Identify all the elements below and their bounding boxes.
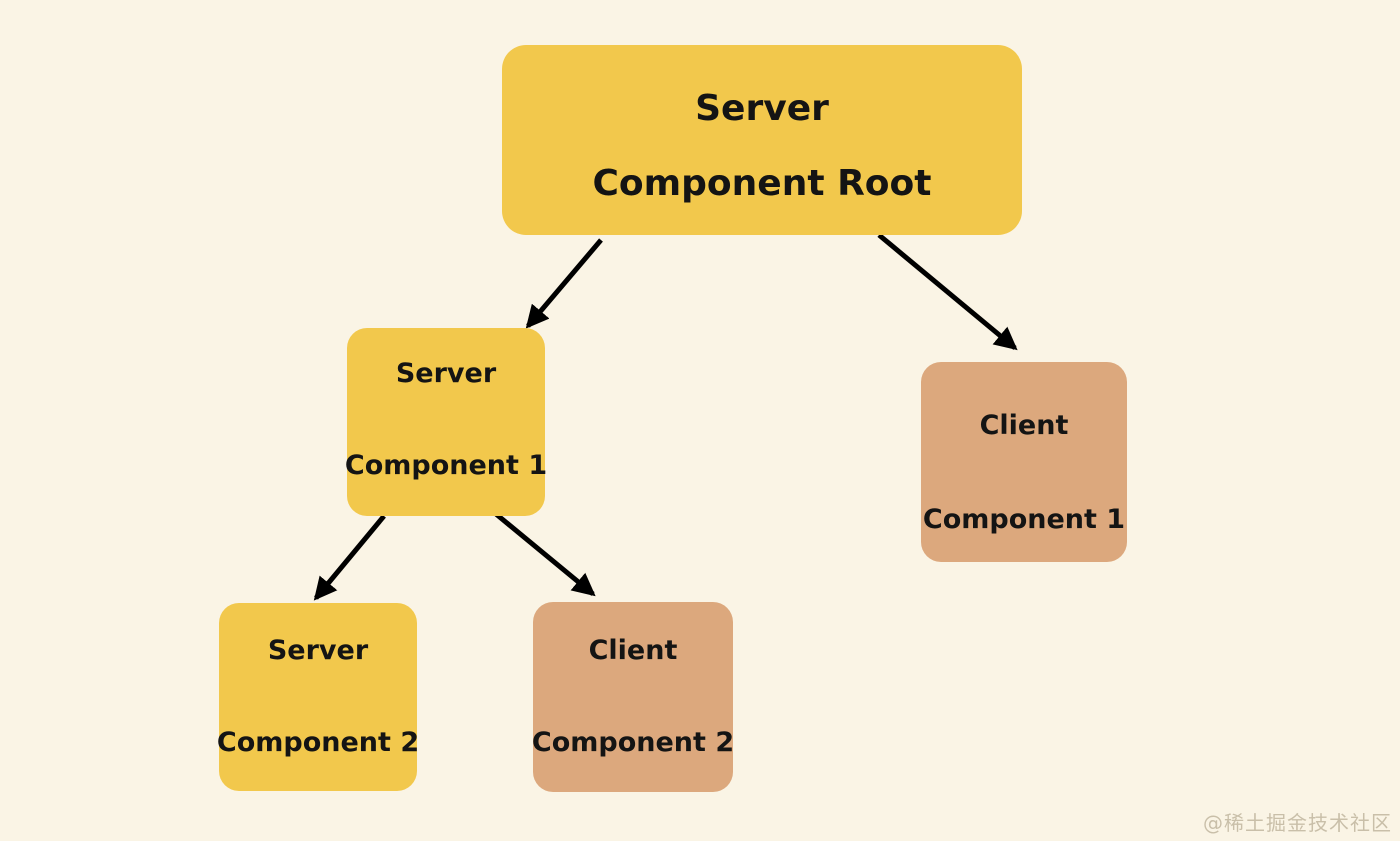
node-client-component-2: Client Component 2 (531, 602, 735, 792)
watermark: @稀土掘金技术社区 (1203, 811, 1392, 835)
node-subtitle: Component 1 (922, 503, 1126, 535)
node-title: Server (395, 358, 497, 389)
node-client-component-1: Client Component 1 (921, 362, 1127, 562)
node-server-component-2: Server Component 2 (216, 603, 420, 791)
node-title: Server (695, 88, 829, 129)
node-server-component-1: Server Component 1 (344, 328, 548, 516)
node-server-component-root: Server Component Root (502, 45, 1022, 235)
edge-server-component-1-to-server-component-2 (313, 514, 386, 601)
edge-root-to-server-component-1 (525, 238, 603, 329)
node-subtitle: Component 2 (216, 726, 420, 758)
edge-server-component-1-to-client-component-2 (494, 512, 596, 597)
edge-root-to-client-component-1 (877, 233, 1018, 351)
node-subtitle: Component 1 (344, 449, 548, 481)
node-title: Server (267, 635, 369, 666)
node-title: Client (979, 410, 1069, 441)
node-subtitle: Component 2 (531, 726, 735, 758)
node-subtitle: Component Root (592, 162, 932, 204)
node-title: Client (588, 635, 678, 666)
